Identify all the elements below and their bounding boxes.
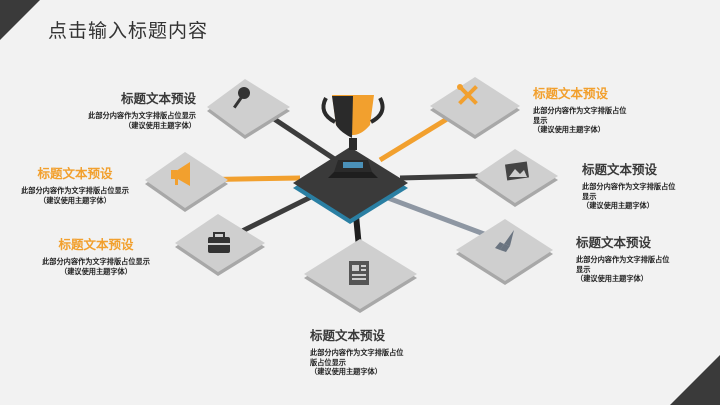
block-line: 此部分内容作为文字排版占位显示 (88, 111, 196, 120)
central-hub (293, 95, 408, 224)
block-line: 显示 (533, 115, 548, 125)
page-title: 点击输入标题内容 (48, 20, 209, 42)
text-block-image: 标题文本预设 此部分内容作为文字排版占位 显示 （建议使用主题字体） (582, 159, 712, 211)
block-body: 此部分内容作为文字排版占位显示 （建议使用主题字体） (0, 186, 150, 205)
text-block-news: 标题文本预设 此部分内容作为文字排版占位 版占位显示 （建议使用主题字体） (310, 325, 430, 377)
tile-news (304, 239, 417, 313)
block-line: 此部分内容作为文字排版占位 (533, 106, 627, 115)
block-line: 显示 (576, 264, 591, 274)
block-heading: 标题文本预设 (582, 162, 658, 177)
briefcase-icon (208, 232, 230, 253)
block-line: 显示 (582, 191, 597, 201)
tile-tools (430, 77, 520, 139)
block-heading: 标题文本预设 (58, 237, 134, 252)
block-body: 此部分内容作为文字排版占位 显示 （建议使用主题字体） (576, 255, 706, 284)
block-line: （建议使用主题字体） (310, 367, 382, 377)
block-line: 此部分内容作为文字排版占位显示 (42, 257, 150, 266)
tile-key (207, 79, 290, 139)
block-heading: 标题文本预设 (576, 235, 652, 250)
connector-rocket (379, 192, 501, 243)
text-block-briefcase: 标题文本预设 此部分内容作为文字排版占位显示 （建议使用主题字体） (22, 234, 170, 276)
block-line: 此部分内容作为文字排版占位显示 (21, 186, 129, 195)
block-heading: 标题文本预设 (120, 91, 196, 106)
text-block-key: 标题文本预设 此部分内容作为文字排版占位显示 （建议使用主题字体） (30, 88, 196, 130)
block-body: 此部分内容作为文字排版占位 显示 （建议使用主题字体） (533, 106, 663, 135)
block-heading: 标题文本预设 (533, 86, 609, 101)
text-block-tools: 标题文本预设 此部分内容作为文字排版占位 显示 （建议使用主题字体） (533, 83, 663, 135)
tile-rocket (456, 219, 553, 285)
block-line: （建议使用主题字体） (576, 274, 648, 284)
block-line: 此部分内容作为文字排版占位 (310, 348, 404, 357)
key-icon (233, 87, 250, 109)
block-line: （建议使用主题字体） (39, 195, 111, 205)
block-line: （建议使用主题字体） (533, 125, 605, 135)
block-line: 此部分内容作为文字排版占位 (582, 182, 676, 191)
tile-briefcase (175, 214, 265, 276)
image-icon (504, 161, 530, 181)
corner-bottom-right-decoration (670, 355, 720, 405)
block-line: （建议使用主题字体） (60, 266, 132, 276)
block-body: 此部分内容作为文字排版占位显示 （建议使用主题字体） (30, 111, 196, 130)
block-line: 版占位显示 (310, 357, 346, 367)
megaphone-icon (171, 162, 190, 186)
block-body: 此部分内容作为文字排版占位显示 （建议使用主题字体） (22, 257, 170, 276)
block-heading: 标题文本预设 (310, 328, 386, 343)
block-line: （建议使用主题字体） (582, 201, 654, 211)
block-line: 此部分内容作为文字排版占位 (576, 255, 670, 264)
block-body: 此部分内容作为文字排版占位 版占位显示 （建议使用主题字体） (310, 348, 430, 377)
tile-megaphone (145, 152, 228, 212)
tile-image (475, 149, 558, 207)
text-block-rocket: 标题文本预设 此部分内容作为文字排版占位 显示 （建议使用主题字体） (576, 232, 706, 284)
block-body: 此部分内容作为文字排版占位 显示 （建议使用主题字体） (582, 182, 712, 211)
corner-top-left-decoration (0, 0, 40, 40)
rocket-icon (495, 230, 514, 252)
block-heading: 标题文本预设 (37, 166, 113, 181)
text-block-megaphone: 标题文本预设 此部分内容作为文字排版占位显示 （建议使用主题字体） (0, 163, 150, 205)
news-icon (349, 261, 369, 285)
trophy-icon (321, 95, 385, 178)
tools-icon (457, 84, 478, 105)
block-line: （建议使用主题字体） (124, 120, 196, 130)
